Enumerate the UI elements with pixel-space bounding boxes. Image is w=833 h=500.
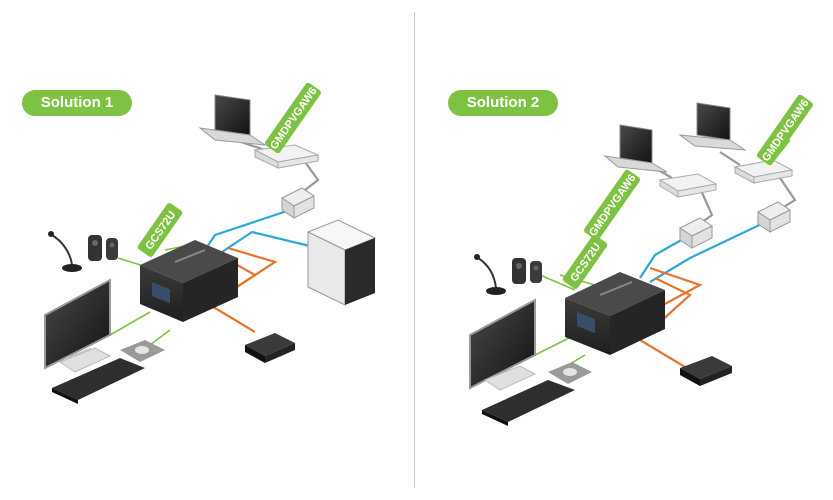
usb-cable-2 <box>649 219 771 283</box>
external-drive-icon <box>245 333 295 363</box>
laptop-icon <box>678 102 747 151</box>
monitor-cable <box>109 311 151 336</box>
adapter-icon <box>658 173 718 198</box>
desktop-tower-icon <box>306 219 377 306</box>
adapter-label: GMDPVGAW6 <box>587 172 639 238</box>
keyboard-icon <box>52 358 145 404</box>
panel-divider <box>414 12 415 488</box>
usb-receiver-icon <box>679 217 713 249</box>
laptop-icon <box>198 94 266 146</box>
monitor-icon <box>44 278 112 373</box>
laptop-icon <box>603 124 668 173</box>
adapter-receiver-cable-2 <box>779 177 797 209</box>
panel-solution-1: GMDPVGAW6 GCS72U <box>44 82 377 404</box>
adapter-icon <box>253 144 320 169</box>
solution-1-title: Solution 1 <box>22 90 132 116</box>
usb-cable-1 <box>639 234 691 279</box>
adapter-label-tag: GMDPVGAW6 <box>584 169 640 241</box>
panel-solution-2: GMDPVGAW6 GMDPVGAW6 GCS72U <box>469 94 813 426</box>
usb-cable-1 <box>204 208 291 251</box>
speaker-icon <box>512 258 542 284</box>
monitor-cable <box>534 334 576 356</box>
adapter-label-tag: GMDPVGAW6 <box>265 82 321 154</box>
mouse-cable <box>149 329 171 346</box>
external-drive-icon <box>680 356 732 386</box>
mouse-icon <box>548 362 592 384</box>
laptop-adapter-cable-2 <box>719 151 741 166</box>
microphone-icon <box>474 254 506 295</box>
kvm-switch-icon <box>565 272 665 355</box>
adapter-receiver-cable-1 <box>698 187 714 223</box>
kvm-switch-icon <box>140 240 238 322</box>
audio-cable-1 <box>649 266 703 313</box>
solution-2-title: Solution 2 <box>448 90 558 116</box>
adapter-label: GMDPVGAW6 <box>760 97 812 163</box>
adapter-label: GMDPVGAW6 <box>268 85 320 151</box>
speaker-cable <box>539 274 576 291</box>
microphone-icon <box>48 231 82 272</box>
monitor-icon <box>469 298 537 391</box>
usb-receiver-icon <box>757 201 791 233</box>
mouse-icon <box>120 340 165 362</box>
keyboard-icon <box>482 380 575 426</box>
adapter-label-tag: GMDPVGAW6 <box>757 94 813 166</box>
adapter-icon <box>733 159 794 184</box>
usb-receiver-icon <box>281 187 315 219</box>
usb-cable-2 <box>221 230 319 253</box>
speaker-icon <box>88 235 118 261</box>
